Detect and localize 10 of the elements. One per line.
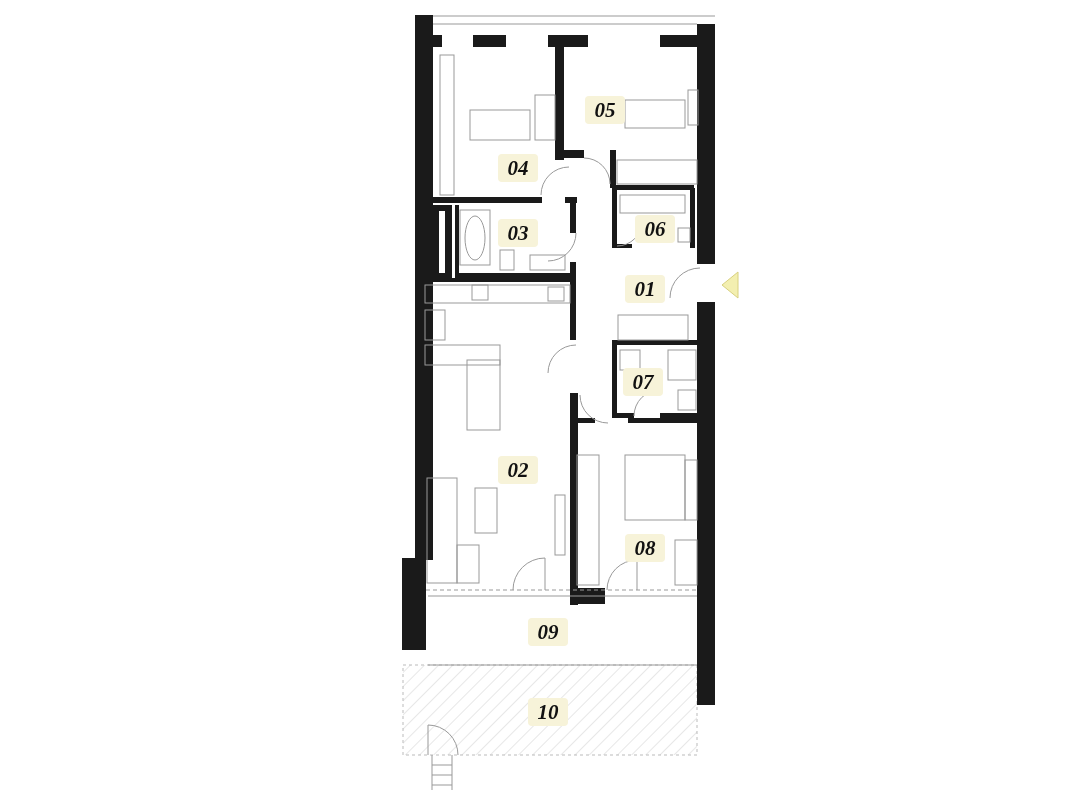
room-number: 01	[625, 275, 665, 303]
room-number: 05	[585, 96, 625, 124]
room-number: 08	[625, 534, 665, 562]
room-number: 03	[498, 219, 538, 247]
room-number: 06	[635, 215, 675, 243]
room-number: 02	[498, 456, 538, 484]
room-number: 09	[528, 618, 568, 646]
room-number: 10	[528, 698, 568, 726]
room-number: 07	[623, 368, 663, 396]
room-number: 04	[498, 154, 538, 182]
